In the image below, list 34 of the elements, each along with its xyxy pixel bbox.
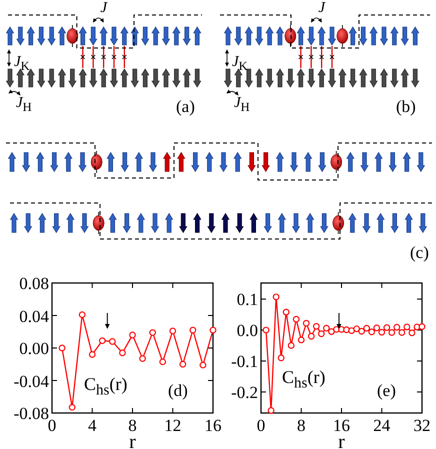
function-label: C$_{hs}$(r) bbox=[84, 375, 128, 399]
tick-label: 0.00 bbox=[19, 340, 49, 357]
function-label: C$_{hs}$(r) bbox=[282, 368, 326, 392]
tick-label: -0.1 bbox=[231, 353, 258, 370]
tick-label: 4 bbox=[88, 417, 96, 434]
panel-label: (a) bbox=[176, 98, 195, 115]
panel-label: (e) bbox=[377, 382, 396, 399]
tick-label: -0.04 bbox=[14, 372, 49, 390]
tick-label: -0.08 bbox=[14, 405, 49, 422]
panel-label: (c) bbox=[410, 244, 429, 261]
tick-label: 16 bbox=[204, 417, 222, 434]
tick-label: 0.04 bbox=[19, 308, 49, 324]
tick-label: 24 bbox=[373, 417, 390, 434]
panel-label: (d) bbox=[168, 382, 188, 399]
coupling-label: J$_{K}$ bbox=[232, 55, 248, 72]
tick-label: 8 bbox=[128, 417, 137, 434]
coupling-label: J$_{K}$ bbox=[14, 55, 30, 72]
tick-label: 12 bbox=[164, 417, 182, 434]
tick-label: 0.1 bbox=[236, 291, 258, 308]
coupling-label: J bbox=[100, 1, 108, 16]
axis-title: r bbox=[129, 432, 136, 449]
panel-label: (b) bbox=[396, 98, 416, 115]
tick-label: -0.2 bbox=[231, 384, 258, 401]
tick-label: 0.08 bbox=[19, 275, 49, 292]
coupling-label: J bbox=[318, 1, 326, 16]
coupling-label: J$_{H}$ bbox=[16, 96, 32, 114]
tick-label: 0 bbox=[256, 417, 266, 434]
coupling-label: J$_{H}$ bbox=[234, 96, 250, 114]
axis-title: r bbox=[338, 432, 345, 449]
tick-label: 0.0 bbox=[236, 322, 258, 340]
tick-label: 8 bbox=[297, 417, 306, 434]
tick-label: 16 bbox=[333, 417, 350, 434]
tick-label: 32 bbox=[414, 417, 430, 434]
tick-label: 0 bbox=[48, 417, 56, 434]
